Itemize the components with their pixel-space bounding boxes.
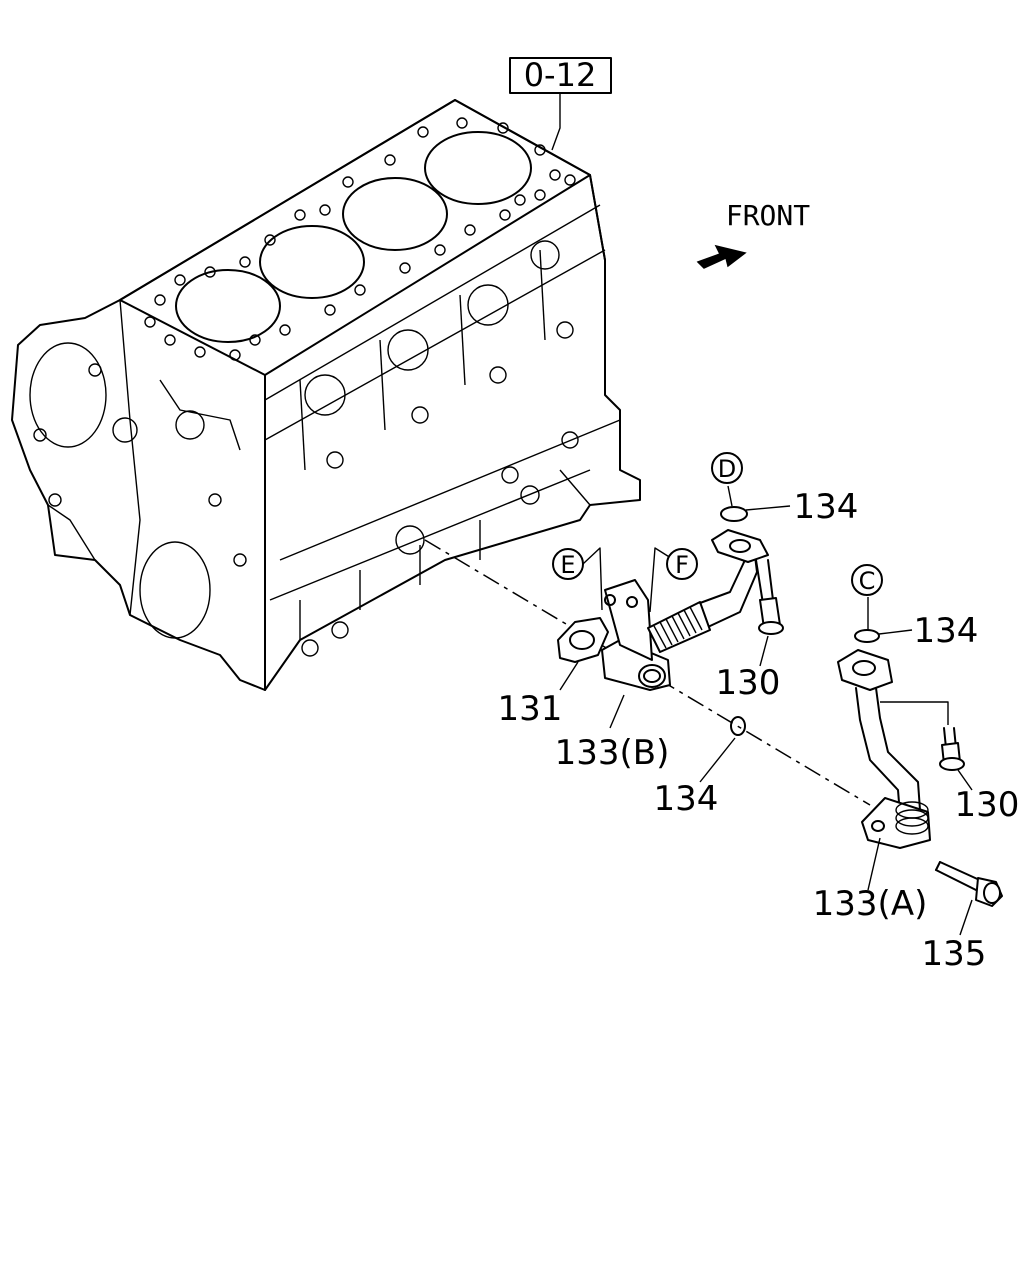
- oil-pipe-133b: [601, 529, 769, 691]
- callout-135: 135: [922, 934, 987, 974]
- callout-133a: 133(A): [813, 884, 928, 924]
- svg-text:E: E: [560, 551, 575, 579]
- oring-134-mid: [730, 716, 746, 736]
- oring-134-c: [854, 629, 880, 643]
- callout-134-mid: 134: [654, 779, 719, 819]
- circle-label-c: C: [851, 564, 883, 596]
- reference-box[interactable]: 0-12: [509, 56, 612, 94]
- circle-label-d: D: [711, 452, 743, 484]
- front-arrow-icon: [696, 244, 747, 269]
- bolt-130-right: [939, 727, 965, 771]
- svg-text:F: F: [675, 551, 689, 579]
- bolt-135: [935, 861, 1003, 907]
- cylinder-block: [11, 99, 641, 691]
- gasket-131: [557, 617, 609, 663]
- callout-130-right: 130: [955, 785, 1020, 825]
- callout-133b: 133(B): [555, 733, 670, 773]
- reference-leader: [551, 93, 561, 151]
- bolt-130-right-bracket: [880, 701, 949, 725]
- callout-134-c: 134: [914, 611, 979, 651]
- svg-text:C: C: [859, 567, 876, 595]
- callout-130-left: 130: [716, 663, 781, 703]
- circle-label-f: F: [666, 548, 698, 580]
- oring-134-d: [720, 506, 748, 522]
- circle-label-e: E: [552, 548, 584, 580]
- front-label: FRONT: [726, 199, 810, 232]
- callout-131: 131: [498, 689, 563, 729]
- front-direction-indicator: FRONT: [696, 199, 810, 269]
- oil-pipe-133a: [837, 649, 931, 849]
- bolt-130-left: [755, 559, 784, 635]
- callout-134-d: 134: [794, 487, 859, 527]
- svg-text:D: D: [718, 455, 736, 483]
- reference-box-label: 0-12: [524, 56, 597, 94]
